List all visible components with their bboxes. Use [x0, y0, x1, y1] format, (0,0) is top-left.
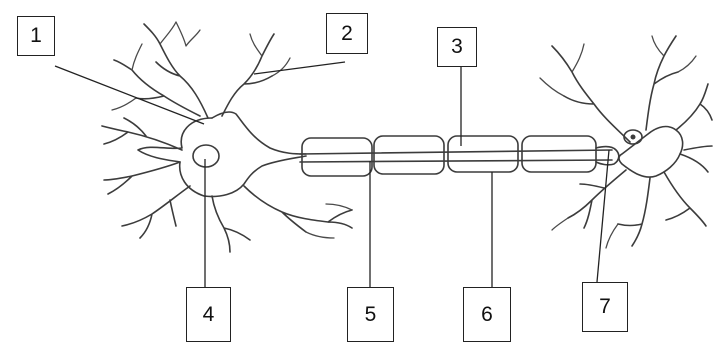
myelin-segment: [302, 138, 372, 176]
leader-line-2: [254, 62, 345, 74]
axon: [300, 150, 612, 162]
myelin-segment: [374, 136, 444, 174]
label-2: 2: [326, 13, 368, 54]
label-1: 1: [17, 16, 55, 56]
leader-line-1: [55, 66, 204, 124]
myelin-sheath-segments: [302, 136, 596, 176]
label-6: 6: [463, 287, 511, 342]
label-7: 7: [582, 282, 628, 332]
right-nucleolus: [631, 135, 636, 140]
label-5: 5: [347, 287, 394, 342]
left-neuron-dendrites: [102, 22, 352, 252]
myelin-segment: [448, 136, 518, 172]
left-nucleus: [193, 145, 219, 167]
label-4: 4: [186, 287, 231, 342]
leader-line-7: [597, 150, 609, 282]
right-neuron-cell-body: [619, 127, 683, 178]
myelin-segment: [522, 136, 596, 172]
label-3: 3: [437, 27, 477, 67]
left-neuron-cell-body: [138, 112, 306, 197]
